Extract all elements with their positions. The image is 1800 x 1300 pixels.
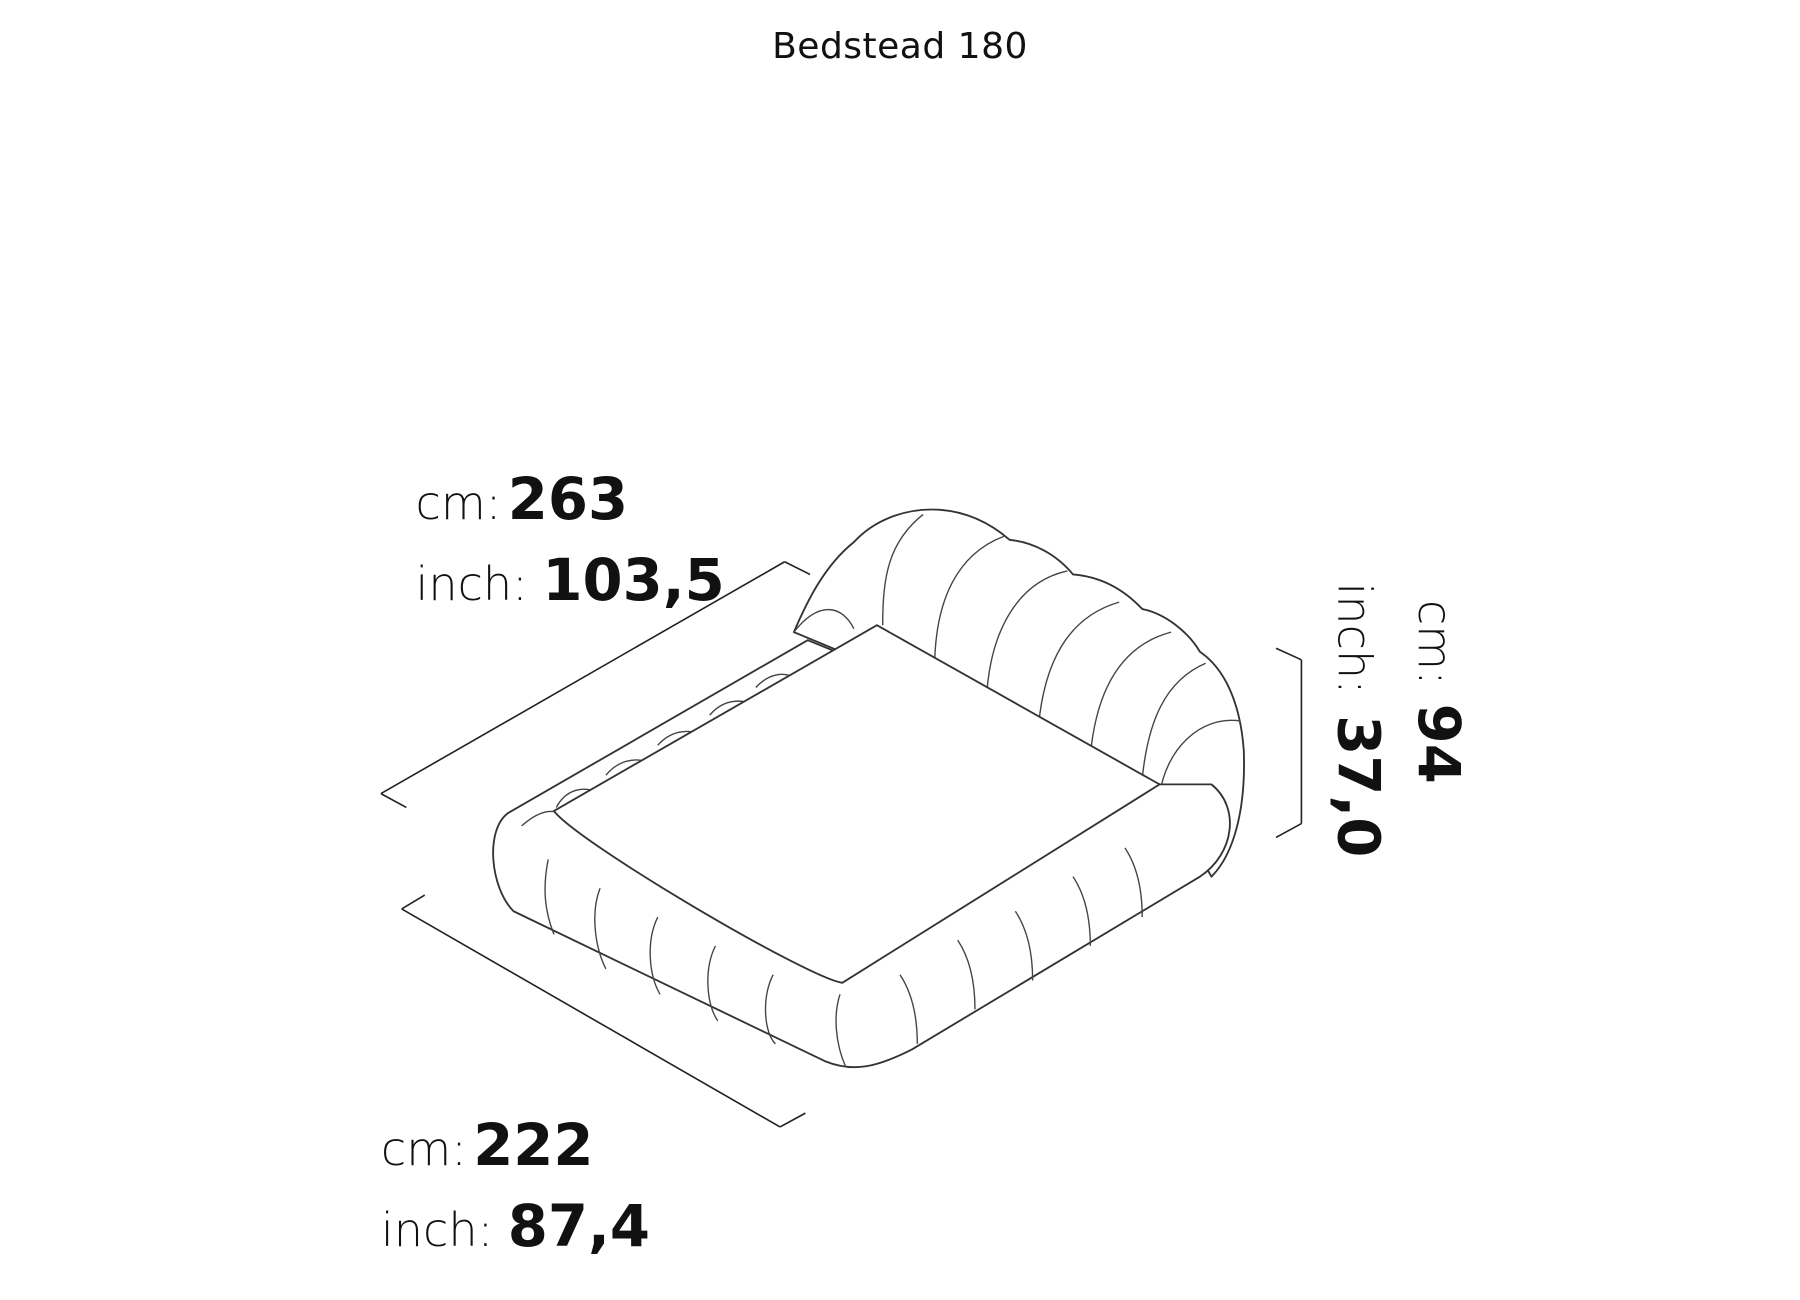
- length-dimension: cm: 263 inch: 103,5: [380, 465, 811, 809]
- height-cm-value: 94: [1405, 704, 1473, 784]
- height-inch-label: inch:: [1327, 583, 1381, 695]
- mattress: [553, 624, 1161, 984]
- width-cm-label: cm:: [381, 1122, 467, 1176]
- length-inch-label: inch:: [416, 557, 528, 611]
- width-inch-label: inch:: [381, 1203, 493, 1257]
- width-cm-value: 222: [473, 1111, 593, 1179]
- length-inch-value: 103,5: [542, 546, 724, 614]
- bed-illustration: [492, 508, 1245, 1069]
- width-dimension: cm: 222 inch: 87,4: [381, 894, 806, 1260]
- height-cm-label: cm:: [1408, 600, 1462, 686]
- product-title: Bedstead 180: [772, 26, 1028, 67]
- length-cm-value: 263: [508, 465, 628, 533]
- height-inch-value: 37,0: [1324, 715, 1392, 857]
- width-inch-value: 87,4: [508, 1192, 650, 1260]
- length-cm-label: cm:: [416, 476, 502, 530]
- height-dimension: cm: 94 inch: 37,0: [1275, 583, 1473, 857]
